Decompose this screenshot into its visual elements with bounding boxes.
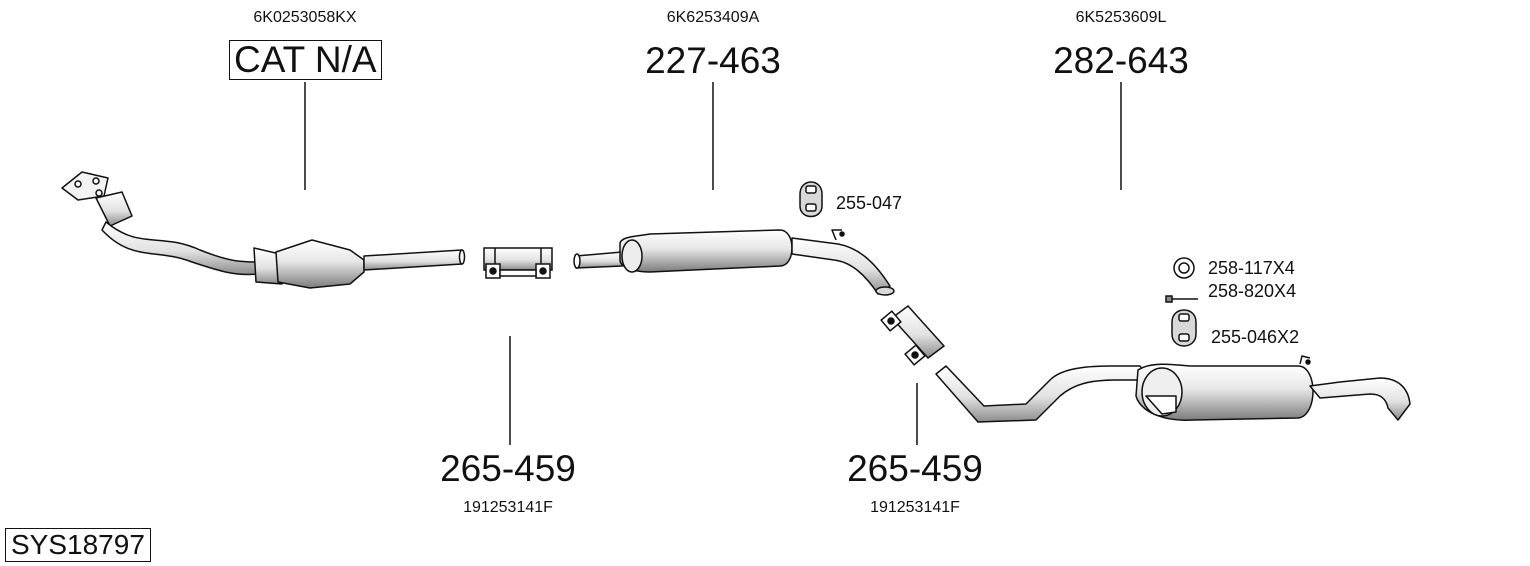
hanger-front-icon: [799, 181, 823, 218]
catalyst-body: [275, 239, 365, 289]
clamp-rear-code-label: 265-459: [847, 448, 983, 489]
center-muffler-code-label: 227-463: [645, 40, 781, 81]
center-muffler-drawing: [573, 229, 895, 296]
rear-muffler-drawing: [935, 355, 1411, 423]
bolt-code-label: 258-820X4: [1208, 281, 1297, 301]
front-pipe-catalyst: [61, 171, 466, 289]
flex-section: [95, 191, 133, 227]
hanger-front-code-label: 255-047: [836, 193, 903, 213]
ring-code-label: 258-117X4: [1208, 258, 1295, 278]
rear-muffler-code-label: 282-643: [1053, 40, 1189, 81]
clamp-rear-drawing: [880, 304, 946, 366]
clamp-rear-oem-label: 191253141F: [870, 499, 960, 516]
catalyst-oem-label: 6K0253058KX: [253, 9, 357, 26]
system-id-label: SYS18797: [5, 528, 151, 562]
rear-muffler-oem-label: 6K5253609L: [1075, 9, 1167, 26]
downpipe: [101, 221, 259, 276]
center-muffler-oem-label: 6K6253409A: [666, 9, 760, 26]
hanger-rear-icon: [1171, 309, 1197, 347]
cat-flange: [253, 247, 283, 285]
outlet-pipe: [363, 249, 463, 271]
bolt-icon: [1165, 295, 1198, 303]
ring-icon: [1173, 257, 1195, 279]
clamp-front-oem-label: 191253141F: [463, 499, 553, 516]
catalyst-code-label: CAT N/A: [229, 40, 382, 80]
clamp-front-code-label: 265-459: [440, 448, 576, 489]
hanger-rear-code-label: 255-046X2: [1211, 327, 1300, 347]
leader-lines: [304, 82, 1122, 445]
clamp-front-drawing: [483, 247, 553, 279]
